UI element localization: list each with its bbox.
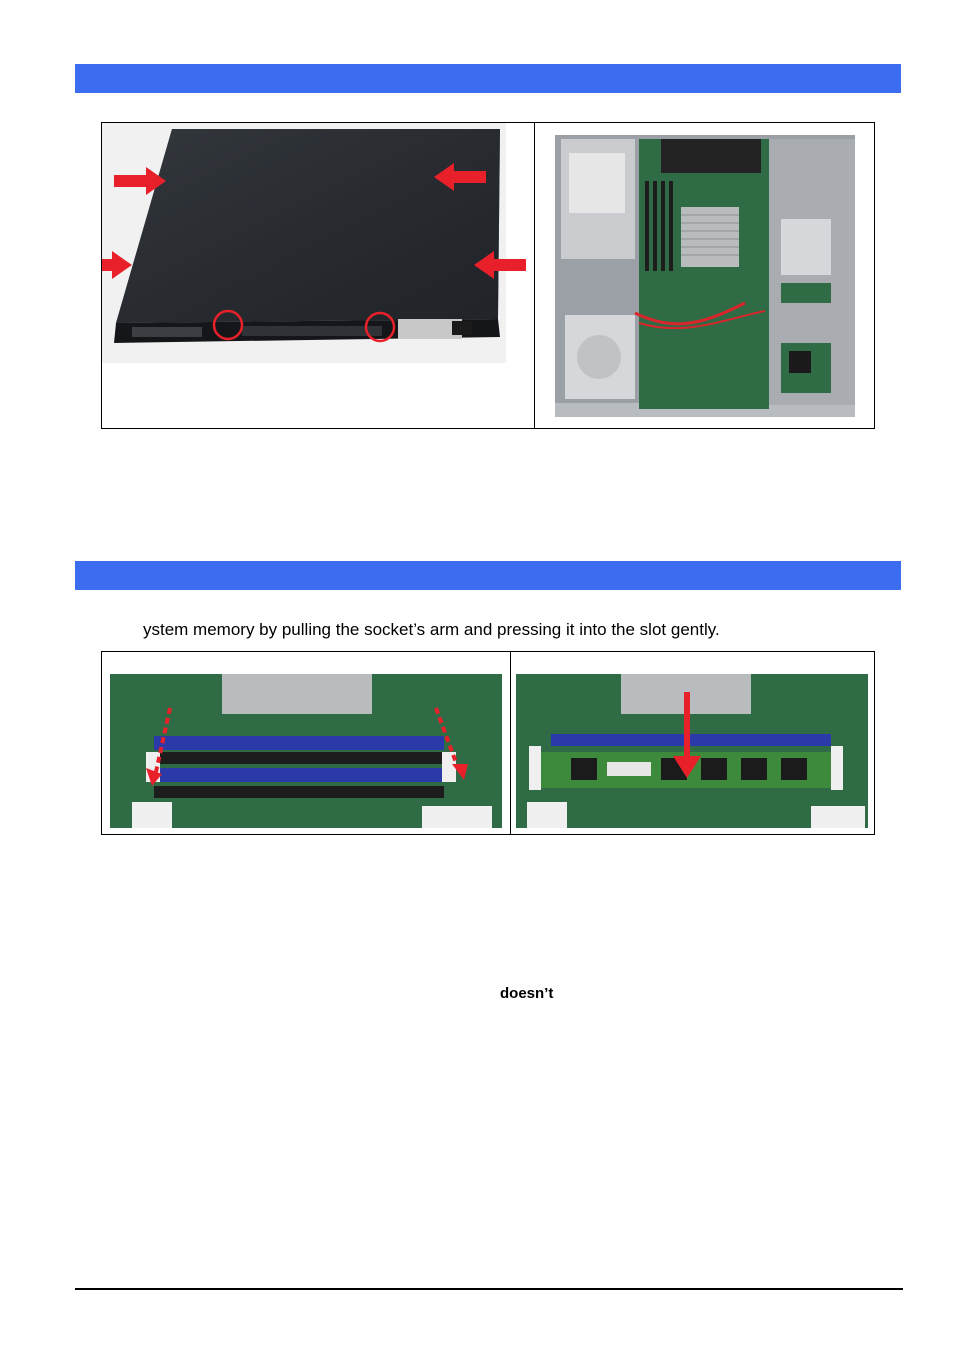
figure-table-chassis: [101, 122, 875, 429]
arrow-down-icon: [673, 756, 701, 778]
chassis-open-photo: [555, 135, 855, 417]
dimm-slot: [154, 752, 444, 764]
hard-drive: [781, 219, 831, 275]
chassis-closed-photo: [102, 123, 526, 363]
dimm-slot: [551, 734, 831, 746]
table-divider: [510, 652, 511, 834]
section-heading-bar-memory: [75, 561, 901, 590]
motherboard: [639, 139, 769, 409]
figure-cell-open-latches: [102, 652, 510, 834]
arrow-down-left-icon: [146, 768, 162, 786]
dimm-insert-photo: [516, 674, 868, 828]
arrow-right-icon: [114, 167, 166, 195]
dimm-slot: [154, 786, 444, 798]
dimm-slot: [154, 736, 444, 750]
arrow-right-icon: [102, 251, 132, 279]
figure-cell-insert-module: [511, 652, 876, 834]
screw-highlight-circle: [364, 311, 396, 343]
section-heading-bar-cover: [75, 64, 901, 93]
screw-highlight-circle: [212, 309, 244, 341]
figure-cell-chassis-open: [535, 123, 876, 428]
figure-cell-chassis-closed: [102, 123, 534, 428]
dimm-slot: [154, 768, 444, 782]
memory-instruction-text: ystem memory by pulling the socket’s arm…: [143, 620, 720, 639]
footer-rule: [75, 1288, 903, 1290]
dimm-latch-photo: [110, 674, 502, 828]
arrow-left-icon: [434, 163, 486, 191]
note-bold-word: doesn’t: [500, 985, 554, 1002]
figure-table-memory: [101, 651, 875, 835]
arrow-left-icon: [474, 251, 526, 279]
arrow-down-right-icon: [452, 764, 468, 780]
table-divider: [534, 123, 535, 428]
